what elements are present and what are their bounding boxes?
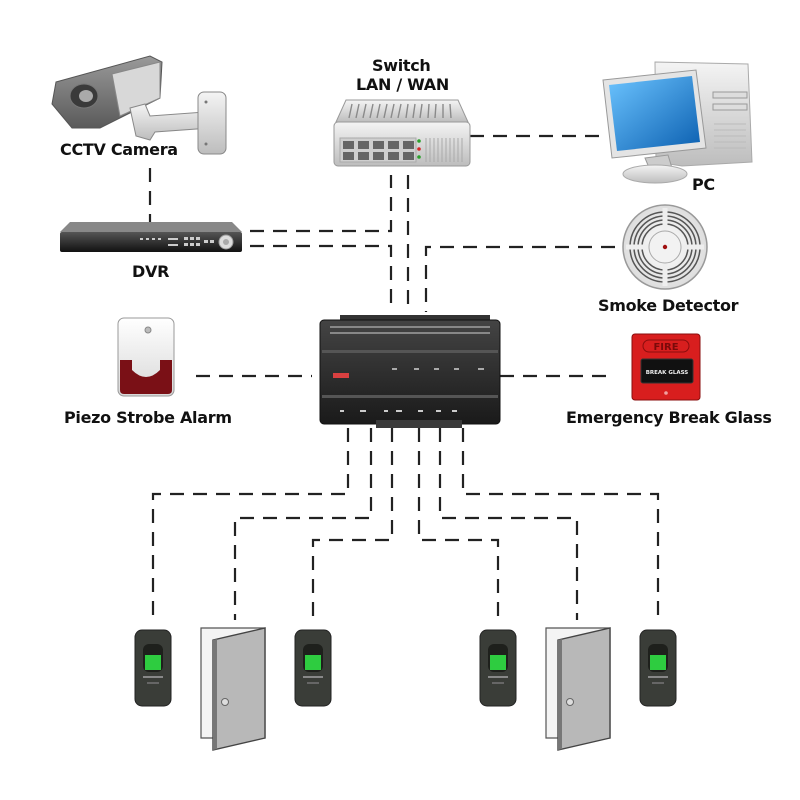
fingerprint-reader-3-icon [479,629,517,707]
connection-lines [148,134,660,620]
line-dvr-switch [250,175,393,233]
line-controller-reader-4 [461,428,660,620]
line-controller-reader-3 [417,428,500,620]
line-smoke-controller [424,245,615,312]
smoke-detector-icon [622,204,708,290]
line-controller-reader-2 [311,428,394,620]
line-dvr-controller [250,244,393,312]
dvr-label: DVR [132,262,170,281]
pc-icon [602,61,753,184]
fingerprint-reader-4-icon [639,629,677,707]
door-1-icon [200,627,266,751]
fingerprint-reader-2-icon [294,629,332,707]
fingerprint-reader-1-icon [134,629,172,707]
strobe-alarm-label: Piezo Strobe Alarm [64,408,232,427]
network-switch-icon [333,99,471,167]
break-glass-text: BREAK GLASS [646,370,689,376]
access-controller-icon [319,315,501,428]
cctv-camera-icon [51,55,227,155]
door-2-icon [545,627,611,751]
fire-text: FIRE [653,342,678,353]
switch-label-line1: Switch [372,56,431,75]
break-glass-icon: FIRE BREAK GLASS [631,333,701,401]
cctv-camera-label: CCTV Camera [60,140,178,159]
line-controller-door-2 [438,428,579,620]
line-controller-door-1 [233,428,373,620]
break-glass-label: Emergency Break Glass [566,408,772,427]
dvr-icon [60,222,242,252]
line-controller-reader-1 [151,428,350,620]
smoke-detector-label: Smoke Detector [598,296,739,315]
switch-label-line2: LAN / WAN [356,75,449,94]
strobe-alarm-icon [117,317,175,397]
pc-label: PC [692,175,715,194]
